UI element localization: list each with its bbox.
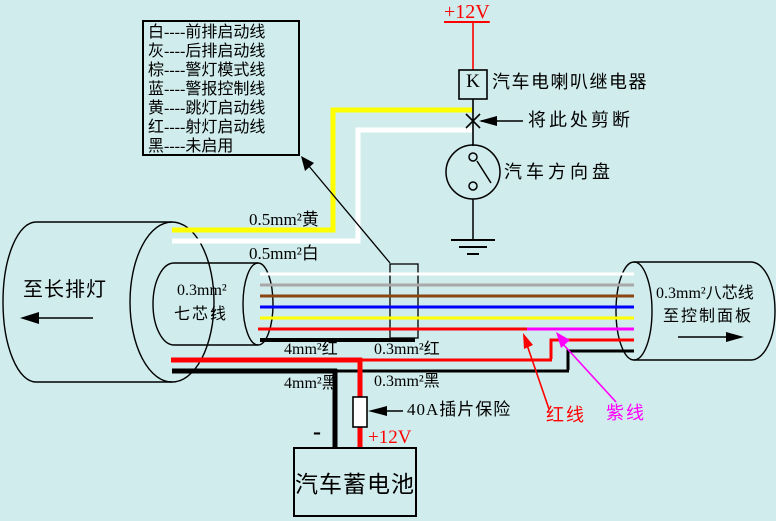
wire-red-step-to-panel (549, 338, 634, 359)
ground-symbol (451, 239, 495, 255)
white-05mm-label: 0.5mm²白 (249, 244, 319, 263)
to-panel-label: 至控制面板 (663, 308, 754, 325)
cut-here-label: 将此处剪断 (528, 110, 633, 130)
battery-box: 汽车蓄电池 (293, 447, 417, 517)
cut-mark-x (465, 113, 481, 129)
to-lightbar-label: 至长排灯 (23, 279, 107, 301)
wire-black-step-to-panel (566, 349, 634, 370)
red-wire-callout: 红线 (546, 405, 586, 425)
battery-label: 汽车蓄电池 (295, 472, 415, 497)
steering-wheel-switch-symbol (445, 144, 501, 240)
fuse-symbol (352, 396, 368, 428)
purple-wire-callout-arrow (556, 332, 617, 403)
battery-positive-label: +12V (368, 427, 412, 448)
legend-item-black: 黑----未启用 (148, 138, 234, 155)
legend-item-red: 红----射灯启动线 (148, 119, 266, 136)
long-lightbar-cable-cylinder (2, 221, 215, 383)
legend-item-brown: 棕----警灯模式线 (148, 62, 266, 79)
wire-yellow-05mm (172, 107, 472, 233)
black-4mm-label: 4mm²黑 (284, 375, 338, 392)
eight-core-spec-label: 0.3mm²八芯线 (656, 285, 754, 302)
legend-item-yellow: 黄----跳灯启动线 (148, 100, 266, 117)
fuse-callout-arrow (368, 406, 403, 416)
seven-core-cable-cylinder (152, 262, 274, 346)
red-wire-callout-arrow (523, 333, 550, 410)
yellow-05mm-label: 0.5mm²黄 (249, 210, 319, 229)
relay-k-box (458, 69, 488, 100)
legend-item-gray: 灰----后排启动线 (148, 43, 266, 60)
relay-name-label: 汽车电喇叭继电器 (492, 72, 648, 92)
legend-item-blue: 蓝----警报控制线 (148, 81, 266, 98)
wire-white-05mm (172, 127, 472, 244)
cut-note-arrow (479, 116, 523, 126)
to-panel-arrow (678, 332, 744, 342)
wire-color-legend: 白----前排启动线 灰----后排启动线 棕----警灯模式线 蓝----警报… (142, 20, 300, 156)
fuse-label: 40A插片保险 (407, 400, 512, 419)
relay-k-letter: K (466, 71, 480, 92)
battery-negative-label: - (313, 419, 321, 445)
red-4mm-label: 4mm²红 (284, 341, 338, 358)
power-12v-label: +12V (444, 1, 490, 23)
steering-wheel-label: 汽车方向盘 (504, 162, 614, 182)
eight-core-cable-cylinder (615, 261, 776, 361)
black-03mm-label: 0.3mm²黑 (374, 373, 440, 390)
red-03mm-label: 0.3mm²红 (374, 341, 440, 358)
seven-core-spec-label: 0.3mm² (177, 282, 227, 299)
to-lightbar-arrow (20, 312, 93, 324)
seven-core-name-label: 七芯线 (174, 306, 229, 323)
purple-wire-callout: 紫线 (606, 403, 646, 423)
legend-item-white: 白----前排启动线 (148, 24, 266, 41)
legend-pointer-arrow (301, 156, 391, 264)
